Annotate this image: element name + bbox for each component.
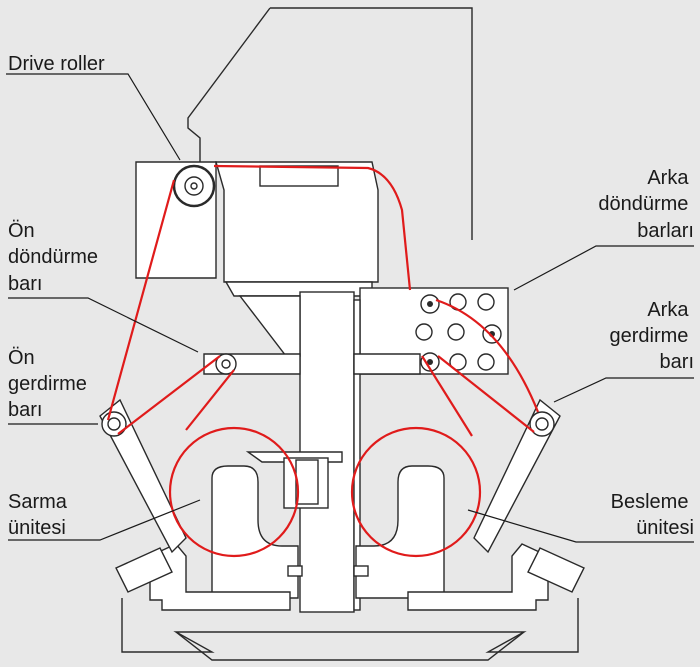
right-base — [407, 543, 549, 611]
web-segment-g — [437, 355, 535, 433]
hub-inner — [295, 459, 319, 505]
web-segment-d — [185, 369, 235, 431]
label-line: Sarma — [8, 491, 68, 513]
leader-rear-tension-bar — [553, 377, 694, 403]
label-line: Arka — [647, 167, 689, 189]
floor-step — [175, 631, 525, 661]
label-line: barları — [637, 220, 694, 242]
web-segment-a — [106, 179, 176, 421]
leader-feed-unit — [467, 509, 694, 543]
wind-reel — [168, 426, 300, 558]
floor-outline — [121, 598, 579, 653]
rear-turning-bar-grid — [415, 293, 502, 372]
column-clamp-left — [287, 565, 303, 577]
cabinet-outline — [187, 7, 473, 240]
label-line: ünitesi — [8, 517, 66, 539]
label-line: döndürme — [598, 193, 688, 215]
feed-reel — [350, 426, 482, 558]
label-rear-turning-bars: Arka döndürme barları — [598, 167, 694, 242]
web-path — [106, 164, 540, 558]
label-line: gerdirme — [8, 373, 87, 395]
web-segment-c — [117, 355, 221, 435]
web-segment-f — [421, 355, 473, 437]
leader-rear-turning-bars — [513, 245, 694, 291]
leader-wind-unit — [8, 499, 201, 541]
label-front-turning-bar: Ön döndürme barı — [8, 220, 104, 295]
rollers — [101, 164, 555, 437]
label-line: döndürme — [8, 246, 98, 268]
label-line: Arka — [647, 299, 689, 321]
label-feed-unit: Besleme ünitesi — [611, 491, 694, 539]
label-rear-tension-bar: Arka gerdirme barı — [610, 299, 694, 373]
label-line: Ön — [8, 220, 35, 242]
left-foot-pad — [115, 547, 173, 593]
left-base — [149, 543, 291, 611]
drive-roller — [172, 164, 216, 208]
wind-unit-stand — [211, 465, 299, 599]
label-drive-roller: Drive roller — [8, 53, 105, 75]
label-line: Drive roller — [8, 53, 105, 75]
label-line: gerdirme — [610, 325, 689, 347]
label-line: barı — [8, 273, 42, 295]
web-segment-b — [213, 164, 412, 291]
front-turning-bar — [215, 353, 237, 375]
leader-front-turning-bar — [8, 297, 199, 353]
label-wind-unit: Sarma ünitesi — [8, 491, 72, 539]
column-rail — [353, 299, 361, 611]
right-shelf — [353, 353, 421, 375]
label-line: ünitesi — [636, 517, 694, 539]
rear-tension-arm — [473, 398, 561, 554]
upper-block — [215, 161, 379, 283]
label-line: Besleme — [611, 491, 689, 513]
leader-drive-roller — [6, 73, 181, 161]
label-line: Ön — [8, 347, 35, 369]
label-front-tension-bar: Ön gerdirme barı — [8, 347, 92, 421]
machine-body — [99, 7, 585, 661]
front-tension-bar — [101, 411, 127, 437]
rear-tension-bar — [529, 411, 555, 437]
column-clamp-right — [353, 565, 369, 577]
label-line: barı — [8, 399, 42, 421]
leader-lines — [6, 73, 694, 543]
labels: Drive roller Ön döndürme barı Ön gerdirm… — [8, 53, 694, 539]
upper-block-slot — [259, 165, 339, 187]
web-segment-e — [435, 298, 540, 413]
label-line: barı — [660, 351, 694, 373]
right-foot-pad — [527, 547, 585, 593]
